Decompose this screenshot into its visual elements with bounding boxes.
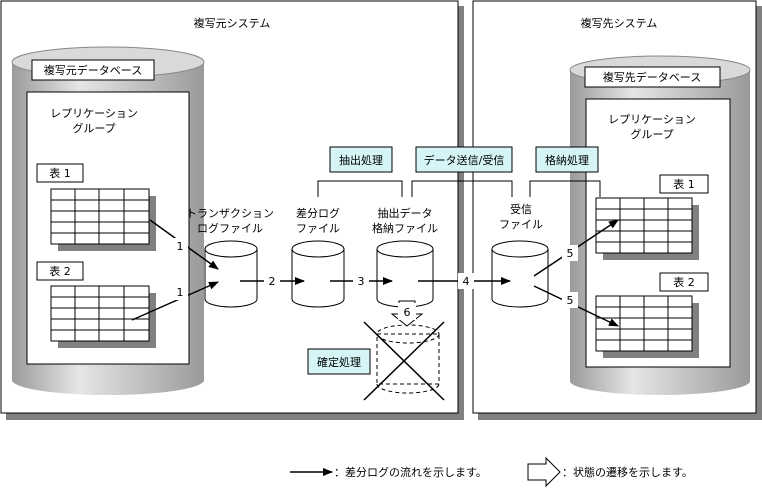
step-2: 2 xyxy=(269,275,276,288)
extract-bracket xyxy=(317,180,403,197)
confirm-process-label: 確定処理 xyxy=(317,355,361,369)
transaction-log-label-line2: ログファイル xyxy=(197,221,263,235)
confirm-process-box xyxy=(307,348,371,375)
step-5a: 5 xyxy=(567,247,574,260)
flow-arrow-1b xyxy=(131,281,219,321)
target-table2-grid xyxy=(595,295,699,358)
target-table2-label-box xyxy=(659,272,709,292)
extract-process-box xyxy=(329,146,393,173)
target-table1-label: 表 1 xyxy=(673,177,695,191)
store-bracket xyxy=(529,180,601,197)
step-4: 4 xyxy=(463,275,470,288)
transaction-log-cylinder xyxy=(204,240,258,308)
diff-log-cylinder xyxy=(291,240,345,308)
send-receive-process-label: データ送信/受信 xyxy=(424,153,505,167)
source-table2-label: 表 2 xyxy=(49,264,71,278)
step-6: 6 xyxy=(404,306,411,319)
target-table1-label-box xyxy=(659,174,709,194)
target-system-title: 複写先システム xyxy=(581,16,658,30)
extract-file-label-line2: 格納ファイル xyxy=(372,221,438,235)
step-5b: 5 xyxy=(567,294,574,307)
receive-file-cylinder xyxy=(491,240,549,308)
source-database-label-box xyxy=(31,59,155,81)
step-1a: 1 xyxy=(177,240,184,253)
extract-file-label-line1: 抽出データ xyxy=(378,206,433,220)
store-process-box xyxy=(535,146,599,173)
source-table1-label: 表 1 xyxy=(49,166,71,180)
send-receive-bracket xyxy=(411,180,513,197)
target-group-label-line1: レプリケーション xyxy=(608,113,696,126)
target-database-label-box xyxy=(584,66,721,88)
receive-file-label-line1: 受信 xyxy=(510,203,532,216)
extract-file-cylinder xyxy=(376,240,434,308)
source-group-label-line1: レプリケーション xyxy=(50,107,138,120)
target-table1-grid xyxy=(595,197,699,260)
extract-process-label: 抽出処理 xyxy=(339,153,383,167)
diff-log-label-line1: 差分ログ xyxy=(296,206,340,220)
diff-log-label-line2: ファイル xyxy=(296,222,340,235)
source-table2-label-box xyxy=(36,261,84,281)
receive-file-label-line2: ファイル xyxy=(499,218,543,231)
step-3: 3 xyxy=(358,275,365,288)
target-database-label: 複写先データベース xyxy=(603,70,701,84)
target-group-label-line2: グループ xyxy=(630,127,673,141)
legend-transition-arrow xyxy=(527,456,561,488)
step-1b: 1 xyxy=(177,286,184,299)
source-system-title: 複写元システム xyxy=(194,16,271,30)
source-table1-label-box xyxy=(36,163,84,183)
source-table1-grid xyxy=(50,188,156,251)
target-table2-label: 表 2 xyxy=(673,275,695,289)
source-database-label: 複写元データベース xyxy=(44,63,142,77)
legend-flow-text: ：差分ログの流れを示します。 xyxy=(334,465,487,479)
source-table2-grid xyxy=(50,285,156,348)
source-group-label-line2: グループ xyxy=(72,121,115,135)
store-process-label: 格納処理 xyxy=(545,153,589,167)
legend-transition-text: ：状態の遷移を示します。 xyxy=(562,465,693,479)
send-receive-process-box xyxy=(415,146,513,173)
transaction-log-label-line1: トランザクション xyxy=(186,207,274,220)
